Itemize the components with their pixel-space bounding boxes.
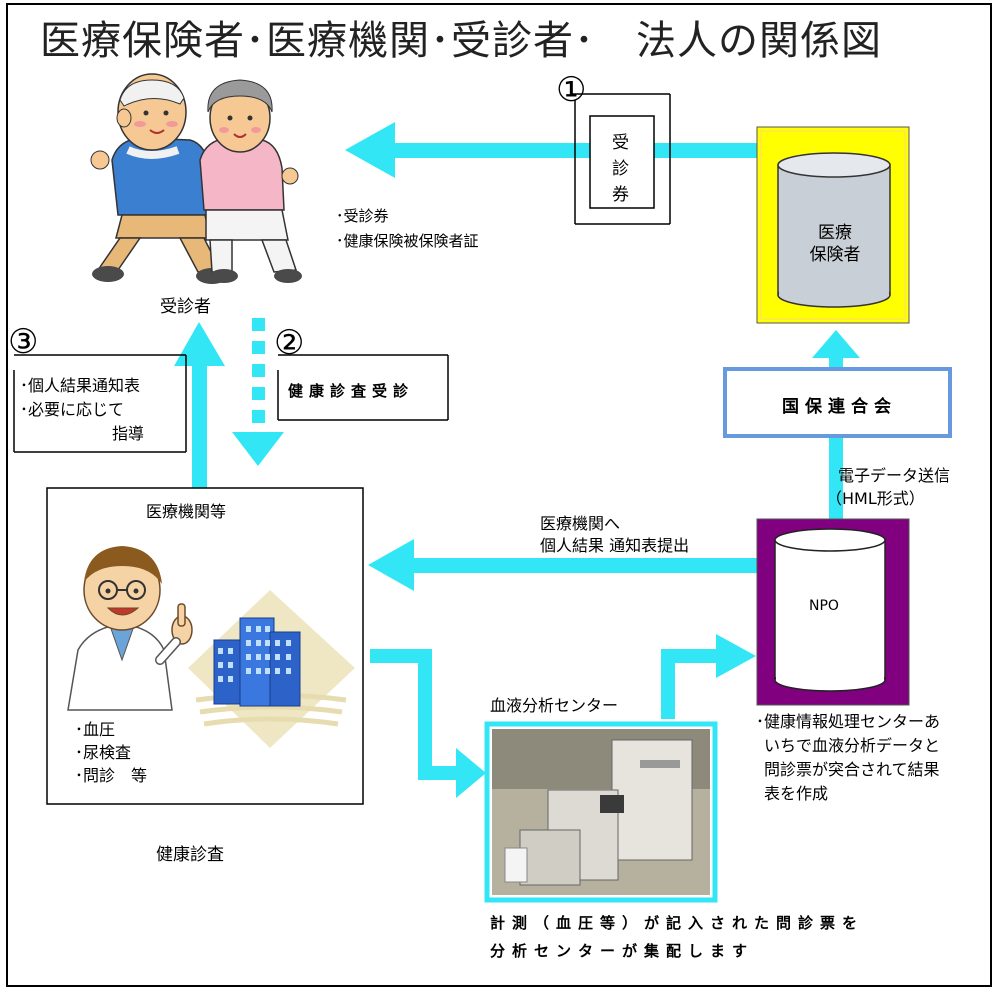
bottom-note-2: 分析センターが集配します xyxy=(490,942,755,960)
kokuho-box xyxy=(723,367,952,438)
hospital-label: 医療機関等 xyxy=(146,502,227,521)
diagram-frame xyxy=(6,3,992,987)
diagram-title: 医療保険者･医療機関･受診者･ 法人の関係図 xyxy=(40,18,882,64)
step3-line-2: ･必要に応じて xyxy=(20,400,125,419)
npo-side-note-4: 表を作成 xyxy=(764,784,829,803)
npo-hospital-note-1: 医療機関へ xyxy=(540,514,621,533)
lab-photo xyxy=(492,729,710,895)
hospital-item-3: ･問診 等 xyxy=(75,766,148,785)
arrow-hospital-to-patient xyxy=(192,362,207,488)
bottom-note-1: 計測（血圧等）が記入された問診票を xyxy=(490,914,865,932)
step3-number: ③ xyxy=(8,322,39,362)
arrow-npo-to-hospital xyxy=(410,558,760,573)
npo-cylinder xyxy=(774,528,886,692)
arrows xyxy=(174,122,860,798)
hospital-item-1: ･血圧 xyxy=(75,720,116,739)
building-illustration xyxy=(188,590,355,748)
npo-kokuho-note-1: 電子データ送信 xyxy=(838,466,951,485)
insurer-note-1: ･受診券 xyxy=(336,207,389,225)
ticket-box xyxy=(570,93,671,225)
hospital-caption: 健康診査 xyxy=(156,845,224,865)
ticket-char-2: 診 xyxy=(612,159,629,179)
step3-box xyxy=(13,354,187,453)
insurer-label-line2: 保険者 xyxy=(809,245,861,265)
arrow-hospital-to-lab xyxy=(370,649,430,663)
ticket-char-1: 受 xyxy=(612,133,629,153)
step2-box xyxy=(277,354,449,421)
doctor-illustration xyxy=(67,546,193,711)
lab-label: 血液分析センター xyxy=(490,696,619,715)
npo-side-note-2: いちで血液分析データと xyxy=(764,736,941,755)
step2-number: ② xyxy=(274,323,305,363)
arrowhead-insurer-to-patient xyxy=(345,122,395,178)
insurer-label-line1: 医療 xyxy=(818,223,852,243)
patient-illustration xyxy=(90,73,302,284)
patient-label: 受診者 xyxy=(160,297,211,317)
npo-kokuho-note-2: （HML形式） xyxy=(826,489,925,508)
step3-line-3: 指導 xyxy=(112,424,145,443)
kokuho-label: 国保連合会 xyxy=(782,397,897,417)
arrow-lab-to-npo xyxy=(661,649,675,719)
hospital-item-2: ･尿検査 xyxy=(75,743,132,762)
step3-line-1: ･個人結果通知表 xyxy=(20,376,141,395)
arrowhead-step2 xyxy=(232,432,284,466)
npo-side-note-1: ･健康情報処理センターあ xyxy=(756,712,941,731)
step1-number: ① xyxy=(556,70,587,110)
npo-side-note-3: 問診票が突合されて結果 xyxy=(764,760,940,779)
step2-label: 健康診査受診 xyxy=(288,382,415,400)
ticket-char-3: 券 xyxy=(612,185,629,205)
npo-label: NPO xyxy=(809,598,839,614)
insurer-note-2: ･健康保険被保険者証 xyxy=(336,232,479,250)
insurer-cylinder xyxy=(777,152,891,308)
npo-hospital-note-2: 個人結果 通知表提出 xyxy=(540,536,690,555)
